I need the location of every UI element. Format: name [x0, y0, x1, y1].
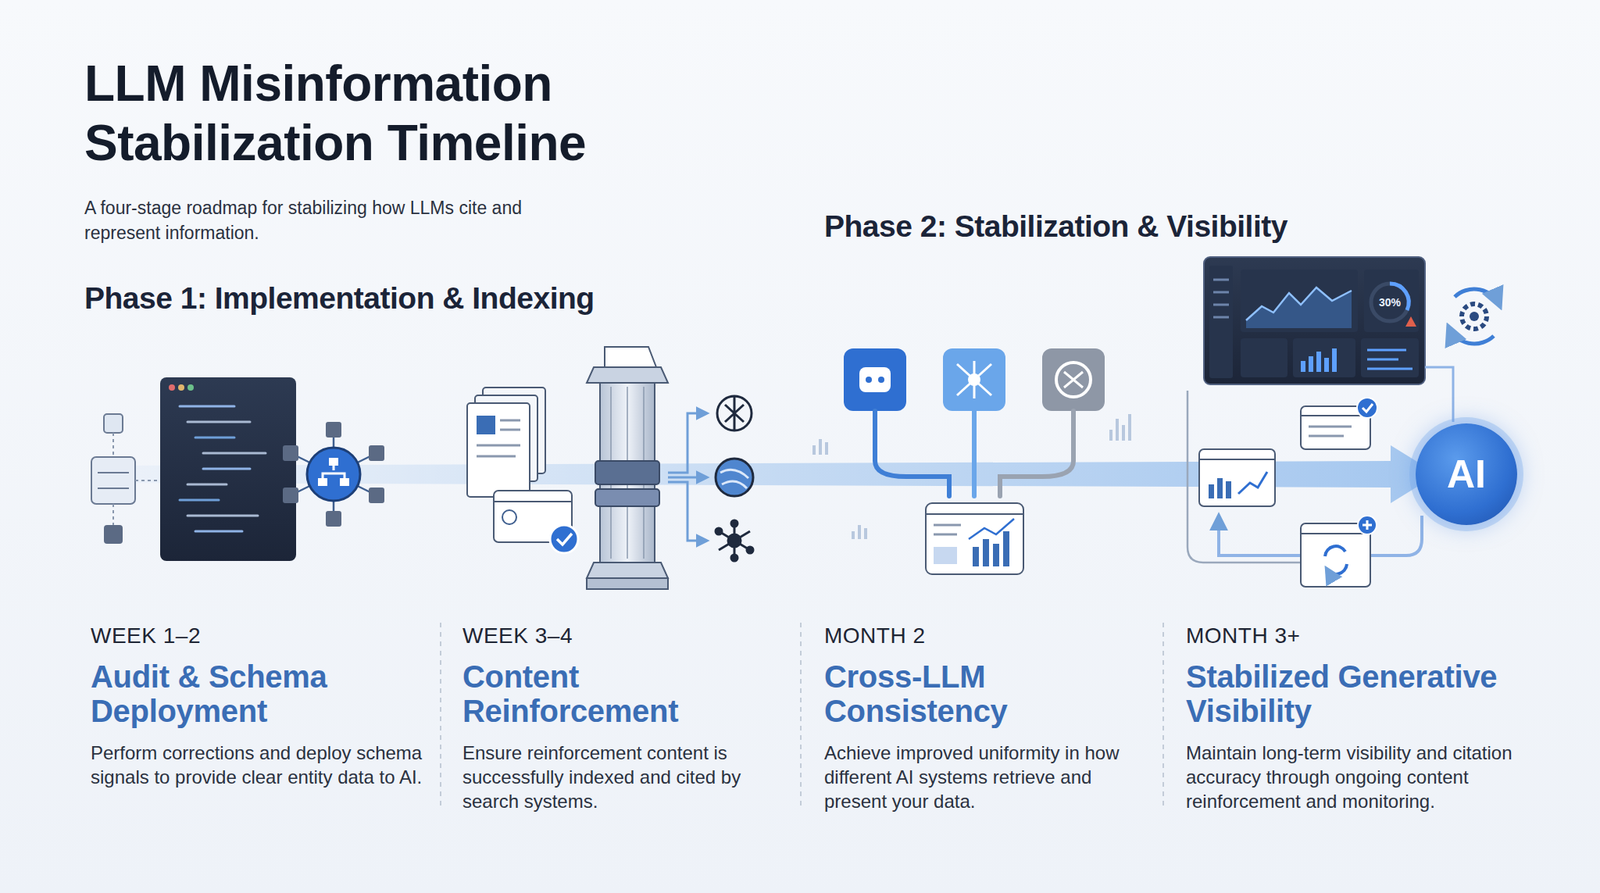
stage-body: Ensure reinforcement content is successf…	[462, 740, 795, 814]
stage-body: Maintain long-term visibility and citati…	[1185, 740, 1577, 814]
merge-arrows	[875, 410, 1074, 497]
schema-hub	[282, 421, 385, 527]
document-stack	[467, 387, 579, 554]
mini-bars	[812, 414, 1132, 540]
stage-heading: Audit & Schema Deployment	[90, 659, 435, 729]
stage-period: WEEK 3–4	[462, 623, 795, 649]
stage-period: WEEK 1–2	[90, 623, 435, 649]
stage-column: WEEK 1–2Audit & Schema DeploymentPerform…	[90, 623, 435, 790]
index-pillar	[586, 346, 668, 590]
gauge-value: 30%	[1378, 296, 1401, 309]
stage-column: WEEK 3–4Content ReinforcementEnsure rein…	[462, 623, 795, 814]
pillar-outputs	[667, 413, 708, 541]
phase-heading: Phase 2: Stabilization & Visibility	[824, 209, 1288, 244]
stage-body: Perform corrections and deploy schema si…	[90, 740, 435, 790]
llm-logos	[715, 396, 754, 561]
chart-card	[925, 503, 1024, 575]
server-icon	[91, 414, 161, 544]
sync-gear	[1448, 289, 1500, 344]
stage-body: Achieve improved uniformity in how diffe…	[824, 740, 1157, 814]
stage-heading: Cross-LLM Consistency	[824, 659, 1157, 729]
stage-heading: Stabilized Generative Visibility	[1185, 659, 1577, 729]
stage-column: MONTH 3+ Stabilized Generative Visibility…	[1185, 623, 1577, 814]
feedback-cards	[1187, 367, 1454, 587]
stage-period: MONTH 3+	[1185, 623, 1577, 649]
page-title: LLM Misinformation Stabilization Timelin…	[84, 54, 788, 173]
stage-heading: Content Reinforcement	[462, 659, 795, 729]
code-window	[160, 377, 297, 561]
phase-heading: Phase 1: Implementation & Indexing	[84, 281, 595, 316]
dashboard	[1203, 257, 1425, 385]
ai-circle: AI	[1415, 423, 1518, 525]
ai-app-icons	[843, 348, 1105, 411]
stage-period: AI	[1446, 451, 1486, 497]
page-caption: A four-stage roadmap for stabilizing how…	[84, 195, 522, 246]
stage-column: MONTH 2 Cross-LLM ConsistencyAchieve impr…	[824, 623, 1157, 814]
stage-period: MONTH 2	[824, 623, 1157, 649]
